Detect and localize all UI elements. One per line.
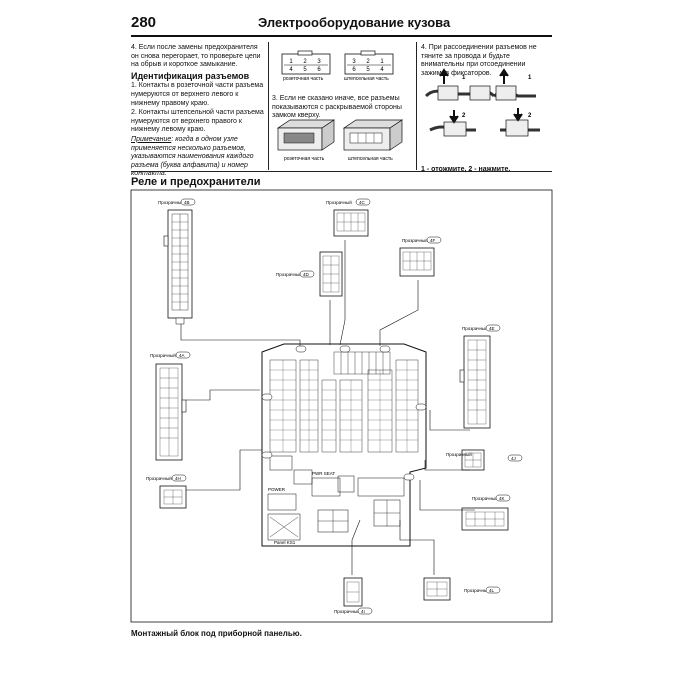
paragraph-disconnect: 4. При рассоединении разъемов не тяните …: [421, 44, 537, 77]
socket-pin-4: 4: [289, 67, 293, 73]
connector-type-label: Прозрачный: [446, 451, 472, 457]
marker-1: 1: [462, 75, 466, 81]
connector-type-label: Прозрачный: [472, 495, 498, 501]
marker-1b: 1: [528, 75, 532, 81]
connector-4I: Прозрачный 4I: [334, 577, 373, 615]
paragraph-item2: 2. Контакты штепсельной части разъема ну…: [131, 109, 264, 134]
section-title: Реле и предохранители: [131, 176, 261, 188]
connector-id-4E: 4E: [489, 326, 495, 331]
column-divider: [268, 42, 269, 170]
connector-4J: Прозрачный 4J: [446, 449, 523, 471]
plug-label: штепсельная часть: [344, 76, 389, 82]
section-divider: [131, 171, 552, 172]
connector-id-4L: 4L: [489, 588, 495, 593]
junction-block: POWER PWR SEAT Panel KS1: [261, 343, 427, 547]
connector-id-4F: 4F: [430, 238, 436, 243]
plug-pin-5: 5: [366, 67, 370, 73]
column-divider: [416, 42, 417, 170]
connector-id-4K: 4K: [499, 496, 505, 501]
connector-type-label: Прозрачный: [158, 199, 184, 205]
note-text: : когда в одном узле применяется несколь…: [131, 135, 254, 178]
plug-pin-2: 2: [366, 59, 370, 65]
plug-pin-1: 1: [380, 59, 384, 65]
paragraph-item4: 4. Если после замены предохранителя он с…: [131, 44, 261, 69]
connector-type-label: Прозрачный: [402, 237, 428, 243]
connector-id-4C: 4C: [359, 200, 366, 205]
page-number: 280: [131, 14, 157, 31]
marker-2b: 2: [528, 113, 532, 119]
disconnect-illustration: 1 1 2 2: [424, 68, 540, 137]
socket-label-2: розеточная часть: [284, 156, 325, 162]
socket-pin-3: 3: [317, 59, 321, 65]
connector-type-label: Прозрачный: [326, 199, 352, 205]
socket-pin-6: 6: [317, 67, 321, 73]
marker-2: 2: [462, 113, 466, 119]
connector-4L: Прозрачный 4L: [423, 577, 501, 601]
connector-4E: Прозрачный 4E: [459, 324, 501, 429]
paragraph-item3: 3. Если не сказано иначе, все разъемы по…: [272, 95, 402, 120]
connector-id-4B: 4B: [184, 200, 190, 205]
connector-4K: Прозрачный 4K: [461, 494, 511, 531]
panel-label-power: POWER: [268, 487, 286, 492]
plug-pin-4: 4: [380, 67, 384, 73]
connector-type-label: Прозрачный: [150, 352, 176, 358]
connector-4D: Прозрачный 4D: [276, 251, 343, 297]
connector-id-4D: 4D: [303, 272, 310, 277]
socket-label: розеточная часть: [283, 76, 324, 82]
panel-label-panel: Panel KS1: [274, 540, 296, 545]
connector-4C: Прозрачный 4C: [326, 198, 371, 237]
page-header-title: Электрооборудование кузова: [258, 15, 451, 30]
plug-label-2: штепсельная часть: [348, 156, 393, 162]
subheading-connector-identification: Идентификация разъемов: [131, 70, 250, 81]
diagram-frame: [130, 189, 553, 623]
socket-pin-5: 5: [303, 67, 307, 73]
connector-type-label: Прозрачный: [462, 325, 488, 331]
socket-pin-1: 1: [289, 59, 293, 65]
connector-id-4I: 4I: [361, 609, 365, 614]
paragraph-item1: 1. Контакты в розеточной части разъема н…: [131, 82, 264, 107]
figure-caption: Монтажный блок под приборной панелью.: [131, 629, 302, 638]
note-paragraph: Примечание: когда в одном узле применяет…: [131, 136, 266, 179]
connector-id-4A: 4A: [179, 353, 185, 358]
plug-pin-3: 3: [352, 59, 356, 65]
plug-pin-6: 6: [352, 67, 356, 73]
column-disconnect: 4. При рассоединении разъемов не тяните …: [421, 44, 549, 173]
column-connector-identification: 4. Если после замены предохранителя он с…: [131, 44, 266, 180]
connector-type-label: Прозрачный: [146, 475, 172, 481]
socket-pin-2: 2: [303, 59, 307, 65]
connector-id-4J: 4J: [511, 456, 516, 461]
connector-4H: Прозрачный 4H: [146, 474, 187, 509]
connector-id-4H: 4H: [175, 476, 181, 481]
connector-type-label: Прозрачный: [334, 608, 360, 614]
connector-type-label: Прозрачный: [464, 587, 490, 593]
panel-label-pwr-seat: PWR SEAT: [312, 471, 335, 476]
connector-3d-illustration: [276, 119, 404, 151]
connector-type-label: Прозрачный: [276, 271, 302, 277]
note-label: Примечание: [131, 135, 172, 143]
connector-4A: Прозрачный 4A: [150, 351, 191, 461]
connector-4B: Прозрачный 4B: [158, 198, 196, 325]
wiring-lines: [180, 240, 475, 575]
press-instruction: 1 - отожмите, 2 - нажмите.: [421, 166, 511, 173]
column-connector-orientation: 3. Если не сказано иначе, все разъемы по…: [272, 95, 412, 122]
connector-4F: Прозрачный 4F: [399, 236, 442, 277]
header-rule: [131, 35, 552, 37]
